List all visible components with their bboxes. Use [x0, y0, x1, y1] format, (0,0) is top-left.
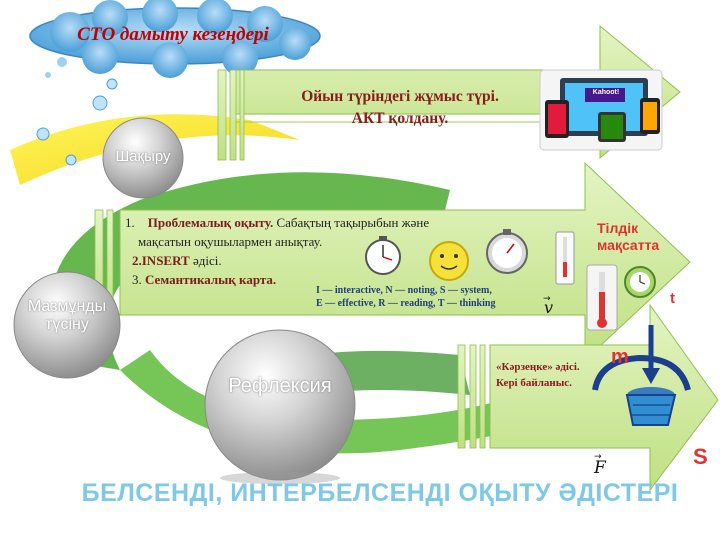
sphere-stage1 [102, 117, 184, 199]
arrow-2-item-2-bold: 2.INSERT [132, 253, 190, 268]
arrow-2-item-1-cont: мақсатын оқушылармен анықтау. [138, 234, 323, 249]
title-cloud [29, 0, 321, 78]
insert-legend-1: I — interactive, N — noting, S — system, [316, 285, 492, 296]
arrow-3-line-2: Кері байланыс. [496, 377, 572, 389]
symbol-v: v [544, 298, 554, 317]
stopwatch-icon-1 [365, 236, 401, 275]
arrow-2-item-1-num: 1. [125, 215, 135, 230]
arrow-3-line-1: «Кәрзеңке» әдісі. [496, 361, 580, 373]
arrow-2-item-1-bold: Проблемалық оқыту. [147, 215, 274, 230]
symbol-F-arrow: → [594, 452, 602, 462]
arrow-1 [217, 24, 681, 161]
symbol-m: m [611, 346, 629, 368]
insert-legend-2: E — effective, R — reading, T — thinking [316, 298, 496, 309]
stage-2-label: Мазмұнды түсіну [27, 298, 107, 333]
stage-1-label: Шақыру [115, 148, 171, 165]
symbol-F: F [594, 458, 606, 478]
arrow-2-item-1-rest: Сабақтың тақырыбын және [273, 215, 430, 230]
thermometer-small-icon [555, 231, 575, 285]
stopwatch-icon-2 [486, 229, 528, 274]
arrow-1-line-1: Ойын түріндегі жұмыс түрі. [301, 88, 499, 105]
footer-title: БЕЛСЕНДІ, ИНТЕРБЕЛСЕНДІ ОҚЫТУ ӘДІСТЕРІ [81, 479, 679, 507]
green-clock-icon [624, 266, 656, 298]
symbol-s: S [693, 444, 708, 469]
kahoot-image [539, 69, 663, 151]
yellow-clock-icon [429, 241, 469, 281]
arrow-2-item-3-bold: Семантикалық карта. [145, 272, 277, 287]
kahoot-label: Kahoot! [592, 89, 620, 96]
arrow-2-item-1: 1. Проблемалық оқыту. Сабақтың тақырыбын… [125, 215, 429, 231]
basket-icon [592, 325, 691, 426]
sphere-stage2 [13, 271, 121, 379]
page-title: СТО дамыту кезеңдері [77, 24, 269, 45]
arrow-1-line-2: АКТ қолдану. [351, 110, 449, 127]
swirl-yellow [10, 114, 300, 185]
stage-3-label: Рефлексия [228, 375, 332, 397]
arrow-3-text: «Кәрзеңке» әдісі. Кері байланыс. [496, 359, 580, 391]
arrow-2-item-3: 3. Семантикалық карта. [132, 272, 276, 288]
symbol-t: t [670, 290, 675, 307]
arrow-2-item-3-num: 3. [132, 272, 145, 287]
thermometer-large-icon [586, 264, 618, 331]
side-label: Тілдік мақсатта [597, 220, 660, 253]
arrow-2-item-2: 2.INSERT әдісі. [132, 253, 222, 269]
arrow-2-item-2-rest: әдісі. [189, 253, 222, 268]
arrow-3 [457, 303, 719, 492]
arrow-1-text: Ойын түріндегі жұмыс түрі. АКТ қолдану. [250, 86, 550, 130]
arrow-2 [94, 161, 691, 362]
sphere-stage3 [204, 329, 356, 484]
symbol-v-arrow: → [543, 294, 551, 304]
